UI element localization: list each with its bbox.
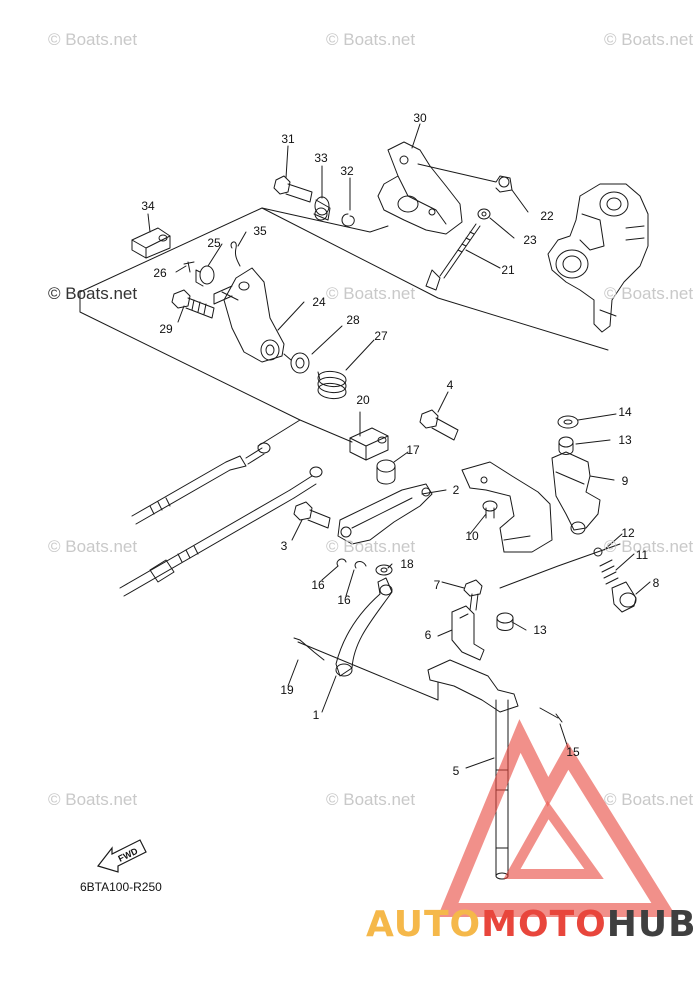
part-19-pin	[293, 637, 325, 661]
part-label-7: 7	[433, 578, 441, 592]
part-31-bolt	[273, 175, 313, 203]
part-label-16b: 16	[337, 593, 351, 607]
part-18-washer	[375, 564, 393, 576]
watermark: © Boats.net	[48, 284, 138, 303]
part-label-16a: 16	[311, 578, 325, 592]
part-27-spring	[317, 371, 347, 399]
part-14-washer	[557, 415, 579, 429]
part-21-rod	[425, 223, 481, 291]
part-24-shift-lever	[213, 267, 285, 363]
part-11-spring	[599, 559, 619, 585]
part-label-13b: 13	[533, 623, 547, 637]
part-label-34: 34	[141, 199, 155, 213]
part-25-collar	[195, 265, 215, 287]
automotohub-wordmark: AUTOMOTOHUB	[366, 904, 697, 945]
throttle-body	[547, 183, 649, 333]
part-label-26: 26	[153, 266, 167, 280]
part-12-ball	[593, 547, 603, 557]
brand-part-auto: AUTO	[366, 904, 482, 945]
part-2-lever	[337, 483, 433, 545]
watermark: © Boats.net	[604, 537, 694, 556]
brand-part-moto: MOTO	[481, 904, 607, 945]
watermark: © Boats.net	[326, 537, 416, 556]
part-7-bolt	[463, 579, 483, 611]
part-label-10: 10	[465, 529, 479, 543]
part-label-13a: 13	[618, 433, 632, 447]
part-1-shift-arm	[335, 577, 393, 677]
part-20-joint	[349, 427, 389, 461]
part-label-35: 35	[253, 224, 267, 238]
automotohub-logo-icon	[437, 719, 677, 917]
part-17-collar	[376, 459, 396, 485]
fwd-arrow-icon: FWD	[96, 839, 147, 873]
watermark: © Boats.net	[326, 790, 416, 809]
part-label-20: 20	[356, 393, 370, 407]
part-label-3: 3	[280, 539, 288, 553]
part-label-21: 21	[501, 263, 515, 277]
part-23-nut	[477, 208, 491, 220]
part-label-19: 19	[280, 683, 294, 697]
part-label-15: 15	[566, 745, 580, 759]
part-label-2: 2	[452, 483, 460, 497]
part-label-24: 24	[312, 295, 326, 309]
watermark: © Boats.net	[604, 284, 694, 303]
part-label-12: 12	[621, 526, 635, 540]
part-32-clip	[341, 213, 355, 227]
part-label-18: 18	[400, 557, 414, 571]
part-label-29: 29	[159, 322, 173, 336]
part-label-27: 27	[374, 329, 388, 343]
brand-part-hub: HUB	[606, 904, 697, 945]
watermark: © Boats.net	[48, 790, 138, 809]
part-label-11: 11	[635, 548, 649, 562]
diagram-code: 6BTA100-R250	[80, 880, 162, 894]
part-34-cable-joint	[131, 227, 171, 259]
watermark: © Boats.net	[48, 30, 138, 49]
part-9-housing	[551, 451, 601, 535]
part-label-4: 4	[446, 378, 454, 392]
right-bracket	[461, 461, 553, 553]
watermark: © Boats.net	[604, 790, 694, 809]
part-30-bracket	[377, 141, 463, 235]
part-8-plunger	[611, 581, 637, 613]
watermark: © Boats.net	[48, 537, 138, 556]
part-label-6: 6	[424, 628, 432, 642]
cable-upper	[131, 442, 271, 525]
part-label-28: 28	[346, 313, 360, 327]
part-15-pin	[539, 707, 563, 723]
part-28-collar	[283, 352, 310, 374]
cable-lower	[119, 466, 323, 597]
part-label-5: 5	[452, 764, 460, 778]
part-26-pin	[183, 261, 195, 273]
part-22-link	[417, 163, 513, 193]
part-4-bolt	[419, 409, 459, 441]
part-label-30: 30	[413, 111, 427, 125]
part-label-31: 31	[281, 132, 295, 146]
part-label-14: 14	[618, 405, 632, 419]
part-label-9: 9	[621, 474, 629, 488]
watermark: © Boats.net	[604, 30, 694, 49]
part-label-33: 33	[314, 151, 328, 165]
part-label-1: 1	[312, 708, 320, 722]
part-label-25: 25	[207, 236, 221, 250]
part-33-collar	[313, 196, 331, 221]
part-10-screw	[482, 500, 498, 519]
part-29-bolt	[171, 289, 215, 319]
part-6-bracket	[451, 605, 485, 661]
part-label-22: 22	[540, 209, 554, 223]
part-label-32: 32	[340, 164, 354, 178]
leader-lines	[147, 123, 651, 769]
part-label-23: 23	[523, 233, 537, 247]
part-3-bolt	[293, 501, 331, 529]
frame-lines	[79, 207, 621, 701]
part-13-bushing-lower	[496, 612, 514, 631]
part-label-17: 17	[406, 443, 420, 457]
part-35-clip	[230, 241, 241, 267]
watermark: © Boats.net	[326, 30, 416, 49]
part-16-clips	[336, 558, 367, 569]
part-label-8: 8	[652, 576, 660, 590]
part-13-bushing-upper	[558, 436, 574, 455]
watermark: © Boats.net	[326, 284, 416, 303]
